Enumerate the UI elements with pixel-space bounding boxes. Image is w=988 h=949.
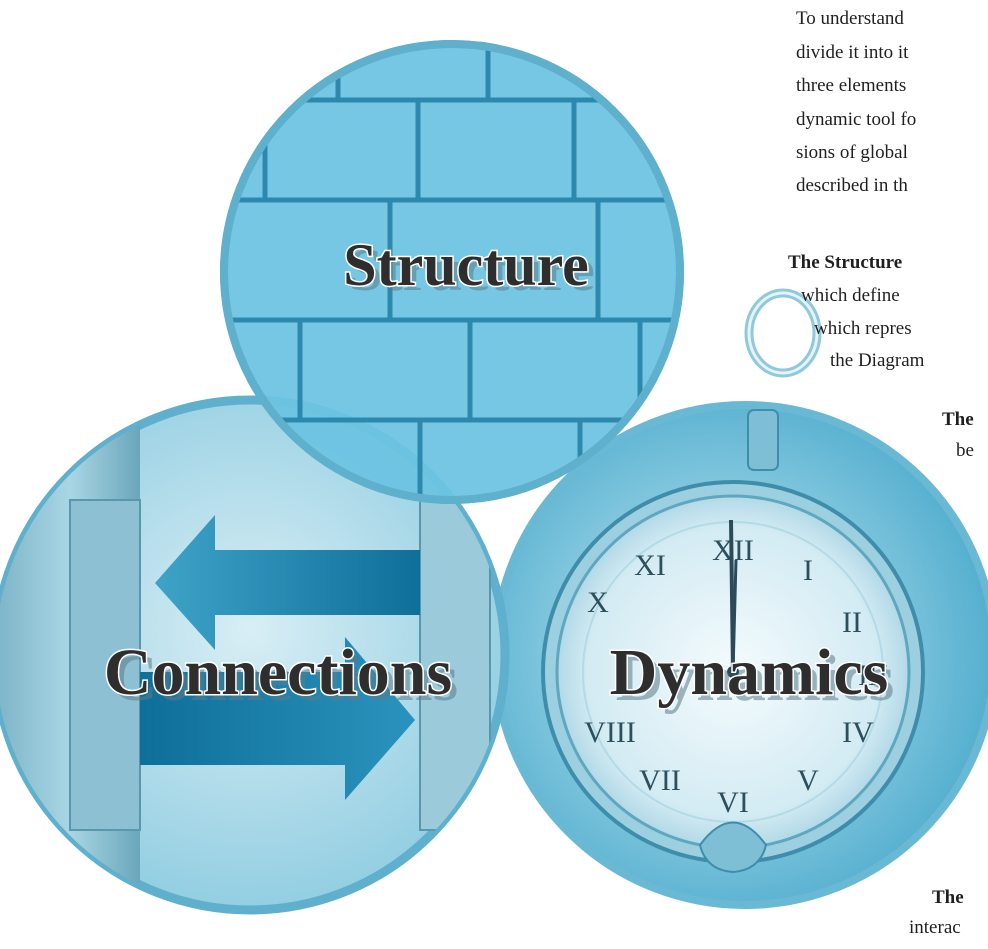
svg-text:VI: VI bbox=[717, 786, 749, 819]
svg-text:Connections: Connections bbox=[110, 642, 458, 715]
svg-text:Structure: Structure bbox=[343, 232, 589, 298]
intro-line: sions of global bbox=[796, 142, 908, 163]
intro-line: three elements bbox=[796, 75, 907, 96]
structure-line: the Diagram bbox=[830, 350, 925, 371]
svg-text:IV: IV bbox=[842, 716, 874, 749]
svg-text:X: X bbox=[587, 586, 609, 619]
fragment-heading: The bbox=[932, 887, 964, 908]
svg-text:Dynamics: Dynamics bbox=[616, 642, 895, 715]
fragment-line: interac bbox=[909, 917, 961, 938]
pocket-watch-icon: XII I II III IV V VI VII VIII X XI bbox=[541, 288, 925, 874]
svg-text:Connections: Connections bbox=[104, 636, 452, 709]
svg-text:I: I bbox=[803, 554, 813, 587]
svg-text:II: II bbox=[842, 606, 862, 639]
label-dynamics: Dynamics Dynamics bbox=[608, 635, 895, 716]
fragment-line: be bbox=[956, 440, 974, 461]
label-connections: Connections Connections bbox=[102, 635, 458, 716]
structure-line: which repres bbox=[814, 318, 912, 339]
intro-line: To understand bbox=[796, 8, 904, 29]
connections-circle bbox=[0, 395, 510, 915]
svg-text:III: III bbox=[858, 659, 888, 692]
intro-line: described in th bbox=[796, 175, 908, 196]
structure-line: which define bbox=[801, 285, 900, 306]
label-structure: Structure Structure bbox=[342, 231, 595, 304]
intro-line: dynamic tool fo bbox=[796, 109, 917, 130]
svg-text:Dynamics: Dynamics bbox=[610, 636, 889, 709]
intro-line: divide it into it bbox=[796, 42, 909, 63]
fragment-heading: The bbox=[942, 409, 974, 430]
structure-heading: The Structure bbox=[788, 252, 903, 273]
svg-text:XI: XI bbox=[634, 549, 666, 582]
svg-text:Structure: Structure bbox=[349, 237, 595, 303]
svg-text:VIII: VIII bbox=[584, 716, 636, 749]
svg-text:V: V bbox=[797, 764, 819, 797]
svg-text:VII: VII bbox=[639, 764, 681, 797]
